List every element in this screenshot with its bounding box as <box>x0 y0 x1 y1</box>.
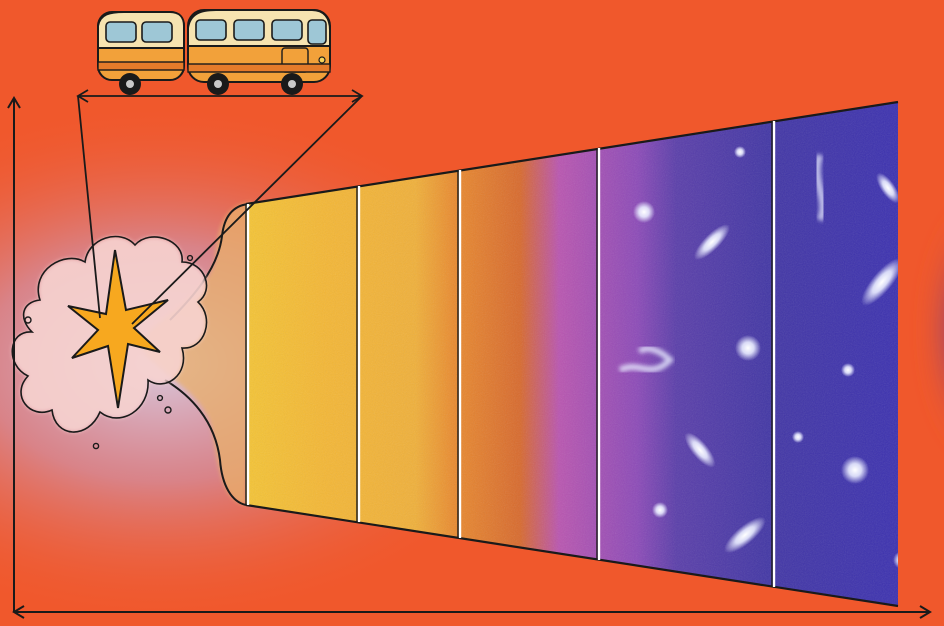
galaxy-icon <box>735 335 761 361</box>
galaxy-icon <box>633 201 655 223</box>
star-icon <box>841 363 855 377</box>
star-icon <box>792 431 804 443</box>
bus-group <box>98 10 330 95</box>
galaxy-icon <box>841 456 869 484</box>
bus-icon <box>188 10 330 95</box>
star-icon <box>734 146 746 158</box>
star-icon <box>652 502 668 518</box>
